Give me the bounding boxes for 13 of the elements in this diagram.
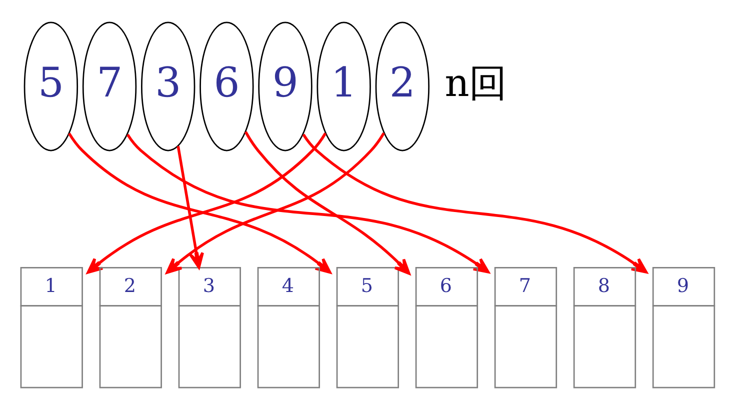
arrow xyxy=(176,145,204,268)
node-ellipse: 1 xyxy=(316,21,371,151)
node-ellipse: 6 xyxy=(200,21,254,151)
node-ellipse: 7 xyxy=(82,21,137,151)
node-ellipse: 2 xyxy=(375,21,430,151)
label: n回 xyxy=(444,60,508,104)
arrow xyxy=(244,130,410,274)
arrow xyxy=(166,132,385,274)
node-ellipse: 9 xyxy=(258,21,312,151)
node-ellipse: 3 xyxy=(141,21,196,151)
node-ellipse: 5 xyxy=(24,21,78,151)
arrow xyxy=(126,133,490,273)
arrow xyxy=(302,133,648,273)
